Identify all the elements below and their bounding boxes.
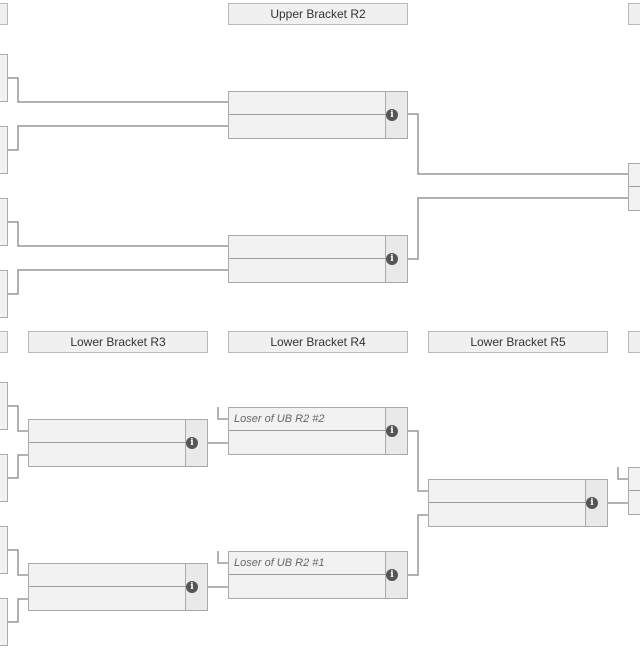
round-header-lower-r6 xyxy=(628,331,640,353)
match-slot-top xyxy=(29,420,185,443)
match-card-lower-r4-2[interactable]: Loser of UB R2 #1 i xyxy=(228,551,408,599)
match-slot-bottom xyxy=(629,187,640,210)
match-card-lower-r5-1[interactable]: i xyxy=(428,479,608,527)
round-header-lower-r2 xyxy=(0,331,8,353)
match-card-upper-r3-1[interactable] xyxy=(628,163,640,211)
match-card-upper-r1-4[interactable] xyxy=(0,270,8,318)
match-slot-bottom xyxy=(229,259,385,282)
match-card-lower-r2-2[interactable] xyxy=(0,454,8,502)
connector-line xyxy=(8,221,228,247)
info-icon[interactable]: i xyxy=(186,437,198,449)
connector-line xyxy=(8,405,28,432)
match-slot-top: Loser of UB R2 #1 xyxy=(229,552,385,575)
info-icon[interactable]: i xyxy=(386,253,398,265)
connector-stub xyxy=(217,551,228,564)
match-card-lower-r4-1[interactable]: Loser of UB R2 #2 i xyxy=(228,407,408,455)
connector-stub xyxy=(617,467,628,480)
match-slot-bottom xyxy=(629,491,640,514)
connector-line xyxy=(8,125,228,151)
round-header-lower-r3: Lower Bracket R3 xyxy=(28,331,208,353)
connector-line xyxy=(408,514,428,576)
connector-line xyxy=(8,269,228,295)
match-slot-top: Loser of UB R2 #2 xyxy=(229,408,385,431)
match-card-upper-r1-3[interactable] xyxy=(0,198,8,246)
round-header-upper-r2: Upper Bracket R2 xyxy=(228,3,408,25)
match-slot-bottom xyxy=(429,503,585,526)
match-slot-top xyxy=(629,468,640,491)
connector-line xyxy=(8,454,28,479)
round-header-upper-r3 xyxy=(628,3,640,25)
connector-line xyxy=(408,430,428,492)
info-icon[interactable]: i xyxy=(386,109,398,121)
round-header-lower-r4: Lower Bracket R4 xyxy=(228,331,408,353)
match-card-upper-r2-1[interactable]: i xyxy=(228,91,408,139)
info-icon[interactable]: i xyxy=(586,497,598,509)
match-card-lower-r3-1[interactable]: i xyxy=(28,419,208,467)
connector-line xyxy=(8,549,28,576)
connector-line xyxy=(408,113,628,175)
connector-line xyxy=(8,77,228,103)
round-header-upper-r1 xyxy=(0,3,8,25)
connector-stub xyxy=(217,407,228,420)
match-card-lower-r2-4[interactable] xyxy=(0,598,8,646)
match-card-lower-r2-3[interactable] xyxy=(0,526,8,574)
info-icon[interactable]: i xyxy=(386,569,398,581)
match-slot-top xyxy=(429,480,585,503)
match-card-upper-r2-2[interactable]: i xyxy=(228,235,408,283)
match-card-upper-r1-1[interactable] xyxy=(0,54,8,102)
match-card-upper-r1-2[interactable] xyxy=(0,126,8,174)
connector-line xyxy=(408,197,628,260)
match-card-lower-r3-2[interactable]: i xyxy=(28,563,208,611)
match-card-lower-r6-1[interactable] xyxy=(628,467,640,515)
match-slot-bottom xyxy=(229,575,385,598)
match-slot-top xyxy=(29,564,185,587)
match-slot-bottom xyxy=(29,587,185,610)
match-card-lower-r2-1[interactable] xyxy=(0,382,8,430)
round-header-lower-r5: Lower Bracket R5 xyxy=(428,331,608,353)
connector-line xyxy=(8,598,28,623)
match-slot-bottom xyxy=(29,443,185,466)
info-icon[interactable]: i xyxy=(186,581,198,593)
match-slot-top xyxy=(229,236,385,259)
match-slot-bottom xyxy=(229,431,385,454)
match-slot-top xyxy=(629,164,640,187)
info-icon[interactable]: i xyxy=(386,425,398,437)
match-slot-bottom xyxy=(229,115,385,138)
match-slot-top xyxy=(229,92,385,115)
